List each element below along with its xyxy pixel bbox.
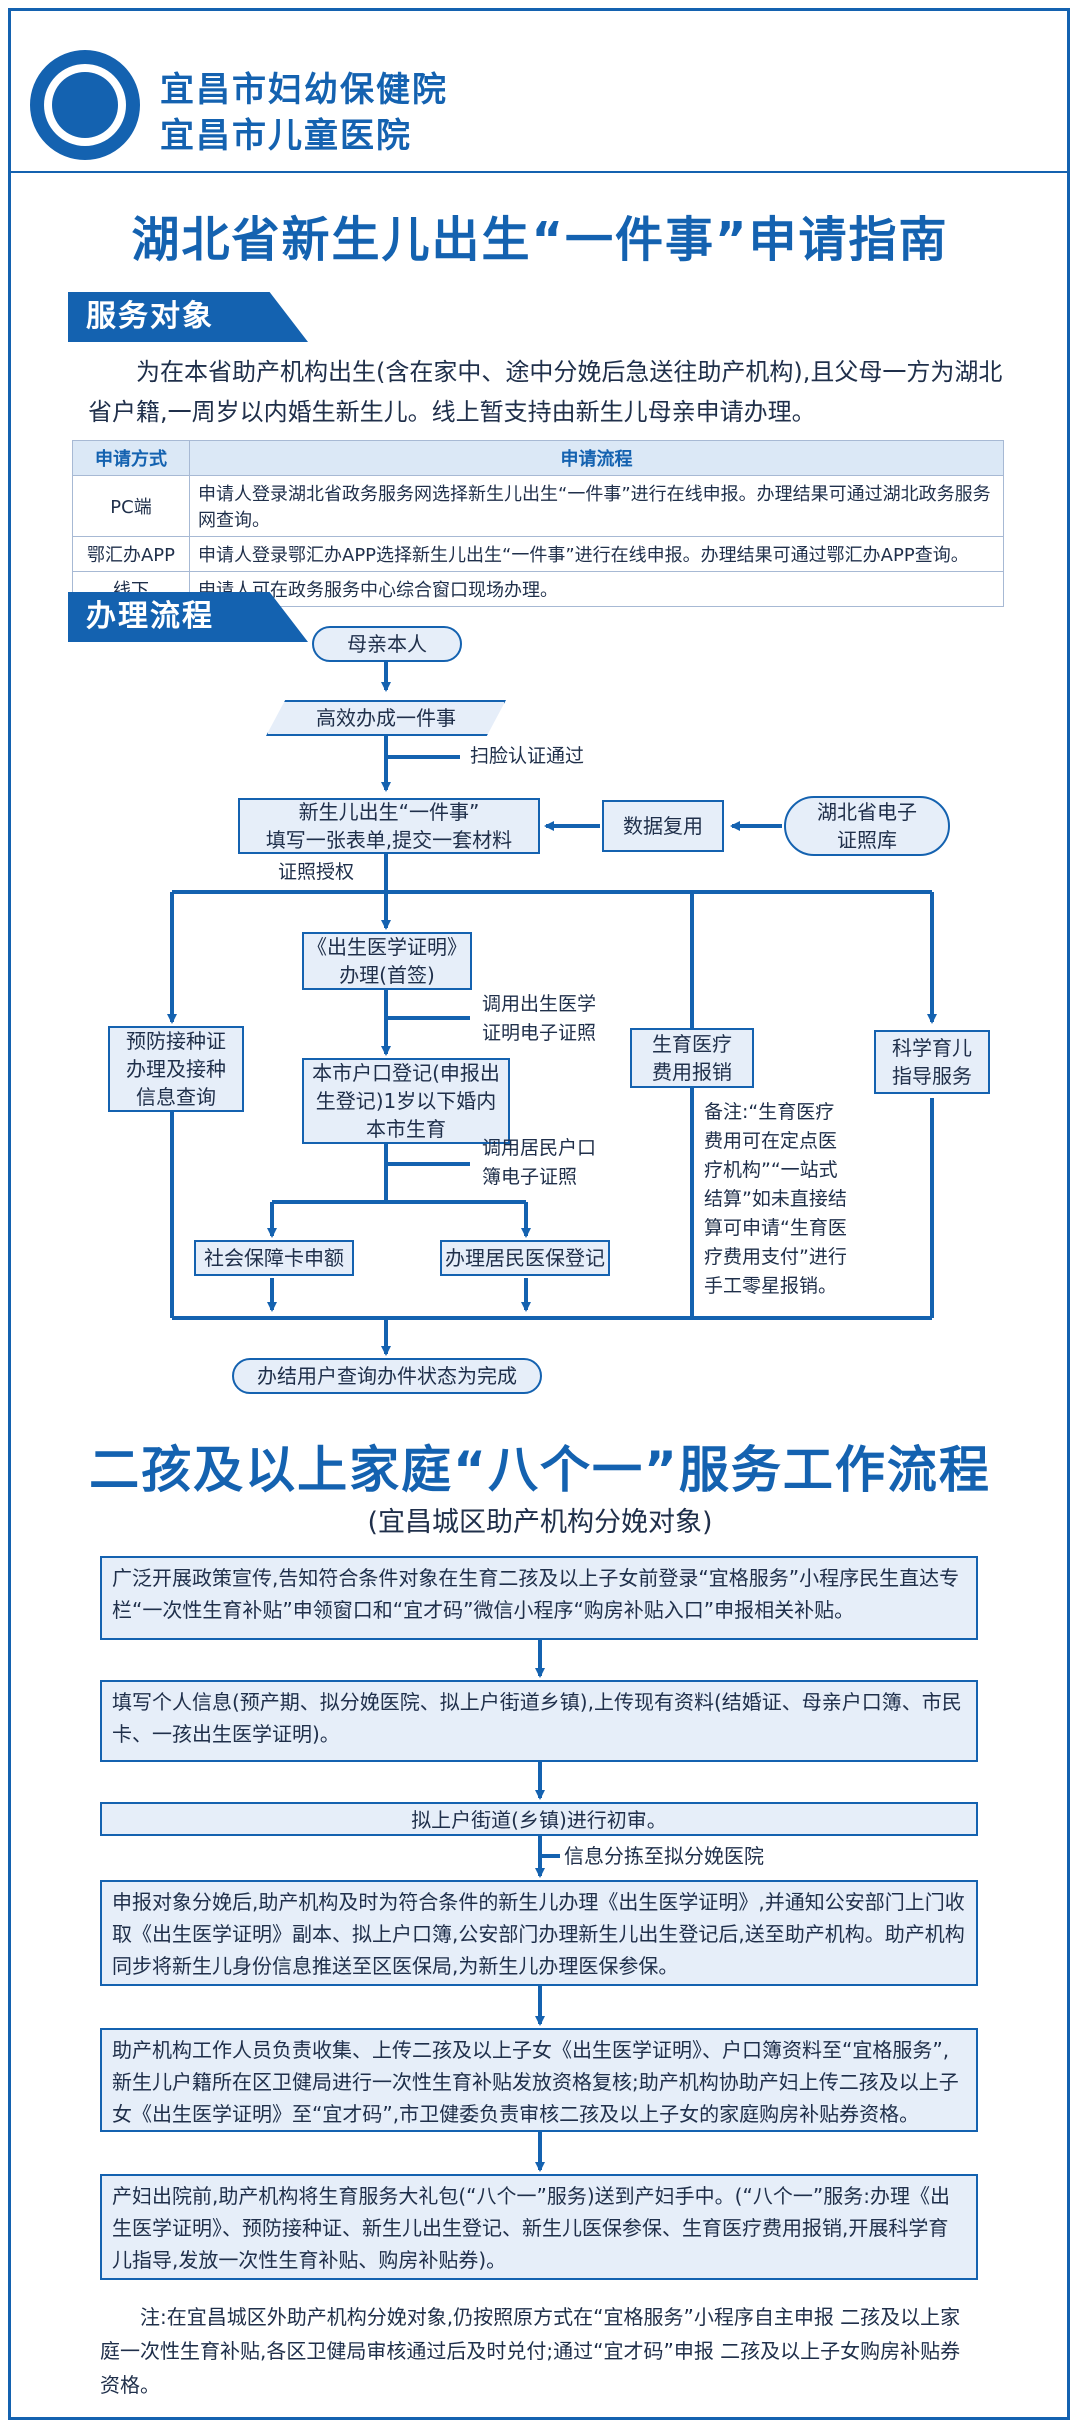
node-complete: 办结用户查询办件状态为完成 — [232, 1358, 542, 1394]
node-medical-line1: 生育医疗 — [652, 1032, 732, 1056]
node-vaccine-line3: 信息查询 — [136, 1085, 216, 1109]
node-hukou-line3: 本市生育 — [366, 1117, 446, 1141]
hospital-name-1: 宜昌市妇幼保健院 — [160, 70, 448, 110]
label-call-hukou-line2: 簿电子证照 — [482, 1166, 578, 1188]
table-header-row: 申请方式 申请流程 — [72, 440, 1004, 476]
step-box-2: 填写个人信息(预产期、拟分娩医院、拟上户街道乡镇),上传现有资料(结婚证、母亲户… — [100, 1680, 978, 1762]
label-face-auth: 扫脸认证通过 — [470, 745, 585, 767]
table-cell-flow: 申请人可在政务服务中心综合窗口现场办理。 — [189, 571, 1004, 607]
note-line: 费用可在定点医 — [704, 1130, 838, 1152]
header — [11, 11, 1067, 173]
step-box-4: 申报对象分娩后,助产机构及时为符合条件的新生儿办理《出生医学证明》,并通知公安部… — [100, 1880, 978, 1986]
hospital-name-2: 宜昌市儿童医院 — [160, 116, 412, 156]
note-line: 手工零星报销。 — [704, 1275, 838, 1297]
node-one-form-line2: 填写一张表单,提交一套材料 — [265, 828, 513, 852]
note-line: 疗机构”“一站式 — [704, 1159, 838, 1181]
label-call-hukou: 调用居民户口 簿电子证照 — [482, 1134, 596, 1192]
step-box-6: 产妇出院前,助产机构将生育服务大礼包(“八个一”服务)送到产妇手中。(“八个一”… — [100, 2174, 978, 2280]
node-parenting-line2: 指导服务 — [892, 1064, 972, 1088]
node-one-form-line1: 新生儿出生“一件事” — [298, 800, 480, 824]
node-cert-library: 湖北省电子 证照库 — [784, 796, 950, 856]
node-hukou-line2: 生登记)1岁以下婚内 — [315, 1089, 497, 1113]
section-tag-process: 办理流程 — [68, 592, 308, 642]
label-call-hukou-line1: 调用居民户口 — [482, 1137, 597, 1159]
hospital-logo-icon — [30, 50, 140, 160]
column-header: 申请方式 — [72, 440, 190, 476]
table-cell-method: 鄂汇办APP — [72, 536, 190, 572]
label-info-sort: 信息分拣至拟分娩医院 — [564, 1844, 764, 1868]
step-box-5: 助产机构工作人员负责收集、上传二孩及以上子女《出生医学证明》、户口簿资料至“宜格… — [100, 2028, 978, 2132]
node-vaccine-line1: 预防接种证 — [126, 1029, 226, 1053]
note-line: 算可申请“生育医 — [704, 1217, 847, 1239]
node-medical-line2: 费用报销 — [652, 1060, 732, 1084]
node-medical-reimburse: 生育医疗 费用报销 — [630, 1028, 754, 1088]
note-medical: 备注:“生育医疗 费用可在定点医 疗机构”“一站式 结算”如未直接结 算可申请“… — [704, 1098, 847, 1301]
node-resident-insurance: 办理居民医保登记 — [440, 1240, 610, 1276]
section-title-eight: 二孩及以上家庭“八个一”服务工作流程 — [89, 1441, 991, 1499]
note-line: 疗费用支付”进行 — [704, 1246, 847, 1268]
node-cert-library-line1: 湖北省电子 — [817, 800, 917, 824]
label-cert-auth: 证照授权 — [278, 861, 355, 883]
step-box-3: 拟上户街道(乡镇)进行初审。 — [100, 1802, 978, 1836]
note-line: 结算”如未直接结 — [704, 1188, 847, 1210]
node-birth-cert-line2: 办理(首签) — [339, 963, 435, 987]
node-hukou: 本市户口登记(申报出 生登记)1岁以下婚内 本市生育 — [302, 1058, 510, 1144]
node-parenting-line1: 科学育儿 — [892, 1036, 972, 1060]
table-cell-method: PC端 — [72, 475, 190, 537]
node-data-reuse: 数据复用 — [602, 800, 724, 852]
label-call-birth-cert-line2: 证明电子证照 — [482, 1022, 597, 1044]
service-description: 为在本省助产机构出生(含在家中、途中分娩后急送往助产机构),且父母一方为湖北省户… — [88, 358, 1003, 426]
section-tag-service: 服务对象 — [68, 292, 308, 342]
table-cell-flow: 申请人登录鄂汇办APP选择新生儿出生“一件事”进行在线申报。办理结果可通过鄂汇办… — [189, 536, 1004, 572]
node-one-form: 新生儿出生“一件事” 填写一张表单,提交一套材料 — [238, 798, 540, 854]
table-row: PC端 申请人登录湖北省政务服务网选择新生儿出生“一件事”进行在线申报。办理结果… — [72, 475, 1004, 537]
node-birth-cert-line1: 《出生医学证明》 — [307, 935, 467, 959]
node-mother: 母亲本人 — [312, 626, 462, 662]
label-call-birth-cert: 调用出生医学 证明电子证照 — [482, 990, 596, 1048]
step-box-1: 广泛开展政策宣传,告知符合条件对象在生育二孩及以上子女前登录“宜格服务”小程序民… — [100, 1556, 978, 1640]
page-frame — [8, 8, 1070, 2420]
section-subtitle: (宜昌城区助产机构分娩对象) — [367, 1507, 713, 1538]
footnote: 注:在宜昌城区外助产机构分娩对象,仍按照原方式在“宜格服务”小程序自主申报 二孩… — [100, 2305, 961, 2397]
node-parenting: 科学育儿 指导服务 — [874, 1030, 990, 1094]
table-row: 鄂汇办APP 申请人登录鄂汇办APP选择新生儿出生“一件事”进行在线申报。办理结… — [72, 536, 1004, 572]
node-vaccine: 预防接种证 办理及接种 信息查询 — [108, 1026, 244, 1112]
note-line: 备注:“生育医疗 — [704, 1101, 835, 1123]
table-row: 线下 申请人可在政务服务中心综合窗口现场办理。 — [72, 571, 1004, 607]
node-vaccine-line2: 办理及接种 — [126, 1057, 226, 1081]
page-title: 湖北省新生儿出生“一件事”申请指南 — [131, 212, 949, 268]
node-cert-library-line2: 证照库 — [837, 828, 897, 852]
column-header: 申请流程 — [189, 440, 1004, 476]
node-efficient: 高效办成一件事 — [266, 700, 506, 736]
node-social-card: 社会保障卡申额 — [194, 1240, 354, 1276]
table-cell-flow: 申请人登录湖北省政务服务网选择新生儿出生“一件事”进行在线申报。办理结果可通过湖… — [189, 475, 1004, 537]
apply-method-table: 申请方式 申请流程 PC端 申请人登录湖北省政务服务网选择新生儿出生“一件事”进… — [72, 440, 1004, 607]
node-birth-cert: 《出生医学证明》 办理(首签) — [302, 932, 472, 990]
label-call-birth-cert-line1: 调用出生医学 — [482, 993, 597, 1015]
node-hukou-line1: 本市户口登记(申报出 — [312, 1061, 500, 1085]
